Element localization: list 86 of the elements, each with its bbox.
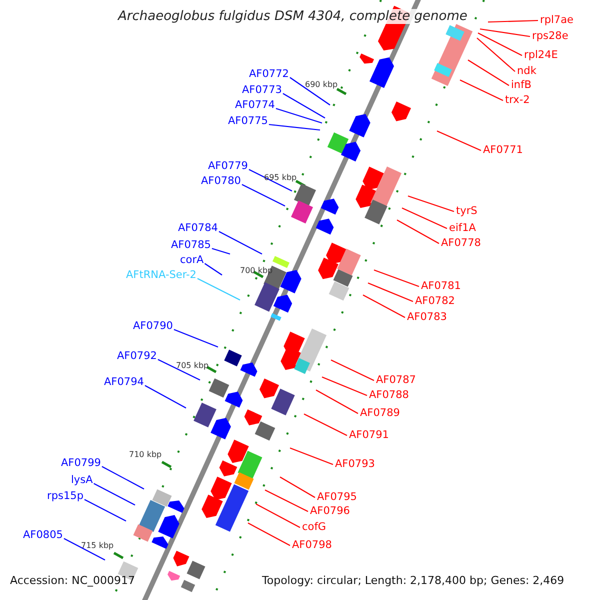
gene-label: AF0787 xyxy=(376,374,416,387)
gene-label: trx-2 xyxy=(505,94,530,107)
leader-line xyxy=(436,130,482,151)
leader-line xyxy=(322,376,368,396)
leader-line xyxy=(158,359,200,380)
leader-line xyxy=(204,263,222,276)
gene-label: AF0805 xyxy=(23,529,63,542)
position-label: 705 kbp xyxy=(176,361,209,371)
gene-label: AF0788 xyxy=(369,389,409,402)
gene-label: AF0775 xyxy=(228,115,268,128)
leader-line xyxy=(402,208,448,229)
leader-line xyxy=(316,390,358,414)
leader-line xyxy=(84,499,126,522)
gene-label: AF0796 xyxy=(310,505,350,518)
gene-label: rps28e xyxy=(532,30,568,43)
gene-label: AF0799 xyxy=(61,457,101,470)
title: Archaeoglobus fulgidus DSM 4304, complete genome xyxy=(118,9,468,24)
leader-line xyxy=(362,294,406,318)
gene-label: AF0773 xyxy=(242,84,282,97)
leader-line xyxy=(64,538,106,560)
leader-line xyxy=(242,184,286,206)
leader-line xyxy=(290,447,334,466)
gene-label: infB xyxy=(511,79,532,92)
leader-line xyxy=(280,476,316,498)
gene-label: rps15p xyxy=(47,490,84,503)
gene-label: AF0780 xyxy=(201,175,241,188)
leader-line xyxy=(256,504,300,528)
info-text: Accession: NC_000917 xyxy=(10,574,136,587)
gene-label: AF0774 xyxy=(235,99,275,112)
gene-label: AF0798 xyxy=(292,539,332,552)
gene-label: AF0793 xyxy=(335,458,375,471)
gene-label: lysA xyxy=(71,474,93,487)
gene-label: AF0789 xyxy=(360,407,400,420)
leader-line xyxy=(330,360,374,381)
leader-line xyxy=(460,80,504,101)
gene-label: AF0791 xyxy=(349,429,389,442)
leader-line xyxy=(488,20,538,23)
leader-line xyxy=(248,522,290,546)
leader-line xyxy=(197,278,240,300)
leader-line xyxy=(94,483,136,506)
gene-label: eif1A xyxy=(449,222,476,235)
gene-label: ndk xyxy=(517,65,536,78)
leader-line xyxy=(478,32,522,56)
gene-label: AF0778 xyxy=(441,237,481,250)
gene-label: rpl7ae xyxy=(540,14,574,27)
leader-line xyxy=(304,414,348,436)
leader-line xyxy=(468,60,510,86)
position-label: 715 kbp xyxy=(81,541,114,551)
gene-label: AF0782 xyxy=(415,295,455,308)
leader-line xyxy=(248,169,292,192)
leader-line xyxy=(264,490,308,512)
gene-label: corA xyxy=(180,254,204,267)
position-label: 710 kbp xyxy=(129,450,162,460)
leader-line xyxy=(144,385,186,408)
gene-label: AF0792 xyxy=(117,350,157,363)
gene-label: AF0795 xyxy=(317,491,357,504)
leader-line xyxy=(282,93,326,118)
leader-line xyxy=(396,220,440,244)
gene-label: cofG xyxy=(302,521,326,534)
position-label: 695 kbp xyxy=(264,173,297,183)
leader-line xyxy=(212,248,230,255)
leader-line xyxy=(476,38,516,72)
leader-line xyxy=(174,328,218,348)
gene-label: AFtRNA-Ser-2 xyxy=(126,269,196,282)
leader-line xyxy=(290,77,330,106)
leader-line xyxy=(268,124,320,131)
info-text: Topology: circular; Length: 2,178,400 bp; Genes: 2,469 xyxy=(262,574,564,587)
leader-line xyxy=(480,28,530,38)
gene-label: AF0771 xyxy=(483,144,523,157)
position-label: 690 kbp xyxy=(305,80,338,90)
leader-line xyxy=(374,269,420,288)
leader-line xyxy=(276,108,322,124)
gene-label: AF0794 xyxy=(104,376,144,389)
leader-line xyxy=(102,466,144,490)
gene-label: AF0790 xyxy=(133,320,173,333)
gene-label: tyrS xyxy=(456,205,478,218)
gene-label: AF0772 xyxy=(249,68,289,81)
leader-line xyxy=(408,195,454,212)
gene-label: rpl24E xyxy=(524,49,558,62)
gene-label: AF0784 xyxy=(178,222,218,235)
leader-line xyxy=(218,231,262,254)
gene-label: AF0785 xyxy=(171,239,211,252)
gene-label: AF0781 xyxy=(421,280,461,293)
gene-label: AF0783 xyxy=(407,311,447,324)
gene-label: AF0779 xyxy=(208,160,248,173)
leader-line xyxy=(368,282,414,302)
